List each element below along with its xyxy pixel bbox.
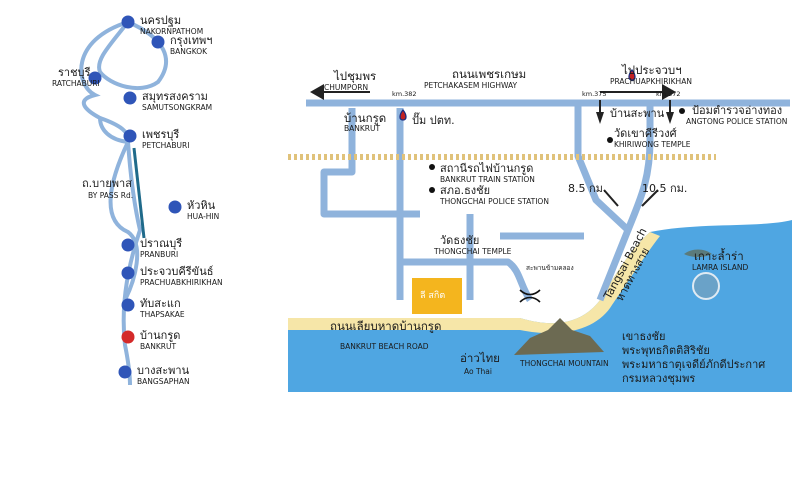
distance-2: 10.5 กม. <box>642 182 687 195</box>
city-name-en: THAPSAKAE <box>139 310 185 319</box>
mountain-en: THONGCHAI MOUNTAIN <box>519 359 609 368</box>
beach-logo-icon <box>692 272 720 300</box>
police-station-dot <box>429 187 435 193</box>
detail-map-svg: ลี สกิต ไปชุมพร CHUMPORN ถนนเพชรเกษม PET… <box>288 63 792 392</box>
city-name-en: BANGKOK <box>170 47 208 56</box>
city-name-en: BANKRUT <box>140 342 177 351</box>
city-name-th: หัวหิน <box>187 199 216 212</box>
city-dot <box>168 200 182 214</box>
city-name-th: ประจวบคีรีขันธ์ <box>140 265 213 278</box>
city-dot <box>121 266 135 280</box>
angtong-en: ANGTONG POLICE STATION <box>686 117 787 126</box>
prachuap-pin-icon <box>628 68 636 81</box>
city-dot <box>121 15 135 29</box>
bypass-label-en: BY PASS Rd. <box>88 191 133 200</box>
bypass-road <box>132 147 146 239</box>
city-dot <box>151 35 165 49</box>
caption-line-2: พระพุทธกิตติสิริชัย <box>622 344 710 357</box>
arrow-down-2 <box>666 112 674 124</box>
city-name-th: ทับสะแก <box>140 297 181 310</box>
city-name-th: กรุงเทพฯ <box>170 34 212 47</box>
khiriwong-dot <box>607 137 613 143</box>
train-station-en: BANKRUT TRAIN STATION <box>440 175 535 184</box>
distance-1: 8.5 กม. <box>568 182 606 195</box>
detail-map: ลี สกิต ไปชุมพร CHUMPORN ถนนเพชรเกษม PET… <box>288 58 792 392</box>
city-dot <box>123 91 137 105</box>
city-dot <box>121 238 135 252</box>
arrow-to-prachuap <box>662 84 676 100</box>
city-name-en: PETCHABURI <box>142 141 189 150</box>
km372: km.372 <box>656 90 681 98</box>
highway-en: PETCHAKASEM HIGHWAY <box>424 81 518 90</box>
lamra-th: เกาะล้ำร่า <box>694 248 744 263</box>
ao-thai-th: อ่าวไทย <box>460 351 500 365</box>
beach-road-en: BANKRUT BEACH ROAD <box>340 342 429 351</box>
city-name-en: SAMUTSONGKRAM <box>142 103 212 112</box>
km382: km.382 <box>392 90 417 98</box>
city-name-th: ปราณบุรี <box>140 237 182 250</box>
beach-road-th: ถนนเลียบหาดบ้านกรูด <box>330 319 441 333</box>
city-name-th: สมุทรสงคราม <box>142 90 208 103</box>
city-name-en: RATCHABURI <box>52 79 100 88</box>
city-name-th: นครปฐม <box>140 14 181 27</box>
ptt-icon <box>399 108 407 121</box>
bankrut-en: BANKRUT <box>344 124 381 133</box>
bridge-label: สะพานข้ามคลอง <box>526 264 574 272</box>
city-dot <box>118 365 132 379</box>
city-name-en: PRACHUABKHIRIKHAN <box>140 278 223 287</box>
temple-image <box>412 278 462 314</box>
sea-area <box>288 220 792 392</box>
bankrut-th: บ้านกรูด <box>344 111 386 125</box>
city-name-en: NAKORNPATHOM <box>140 27 203 36</box>
ao-thai-en: Ao Thai <box>464 367 492 376</box>
caption-line-1: เขาธงชัย <box>622 330 665 343</box>
highway-th: ถนนเพชรเกษม <box>452 67 526 81</box>
chumporn-en: CHUMPORN <box>324 83 368 92</box>
road-network <box>306 99 790 302</box>
khiriwong-th: วัดเขาคีรีวงศ์ <box>614 127 677 140</box>
police-station-en: THONGCHAI POLICE STATION <box>439 197 549 206</box>
khiriwong-en: KHIRIWONG TEMPLE <box>614 140 691 149</box>
km375: km.375 <box>582 90 607 98</box>
bypass-label-th: ถ.บายพาส <box>82 177 132 190</box>
angtong-th: ป้อมตำรวจอ่างทอง <box>692 104 782 117</box>
thongchai-mountain <box>514 318 604 355</box>
city-name-th: บ้านกรูด <box>140 329 180 342</box>
city-dot <box>88 71 102 85</box>
arrow-down-1 <box>596 112 604 124</box>
city-dot <box>121 298 135 312</box>
city-name-th: เพชรบุรี <box>142 128 179 141</box>
city-name-th: บางสะพาน <box>137 364 190 377</box>
temple-th: วัดธงชัย <box>440 234 479 247</box>
arrow-to-chumporn <box>310 84 324 100</box>
bridge-icon <box>519 289 541 303</box>
temple-en: THONGCHAI TEMPLE <box>433 247 512 256</box>
train-station-th: สถานีรถไฟบ้านกรูด <box>440 162 533 175</box>
police-station-th: สภอ.ธงชัย <box>440 184 490 197</box>
lamra-en: LAMRA ISLAND <box>692 263 748 272</box>
train-station-dot <box>429 164 435 170</box>
temple-sign: ลี สกิต <box>420 290 445 301</box>
angtong-dot <box>679 108 685 114</box>
city-name-en: BANGSAPHAN <box>137 377 190 386</box>
caption-line-4: กรมหลวงชุมพร <box>622 372 695 385</box>
city-name-th: ราชบุรี <box>58 66 91 79</box>
city-dot <box>121 330 135 344</box>
ptt-label: ปั๊ม ปตท. <box>412 112 455 127</box>
prachuap-en: PRACHUAPKHIRIKHAN <box>610 77 692 86</box>
beach-sand <box>288 232 660 334</box>
khiriwong-top: บ้านสะพาน <box>610 107 665 120</box>
city-name-en: PRANBURI <box>140 250 178 259</box>
prachuap-th: ไปประจวบฯ <box>621 63 682 77</box>
city-dot <box>123 129 137 143</box>
city-name-en: HUA-HIN <box>187 212 219 221</box>
caption-line-3: พระมหาธาตุเจดีย์ภักดีประกาศ <box>622 358 765 371</box>
lamra-island <box>684 249 712 257</box>
chumporn-th: ไปชุมพร <box>333 69 376 83</box>
